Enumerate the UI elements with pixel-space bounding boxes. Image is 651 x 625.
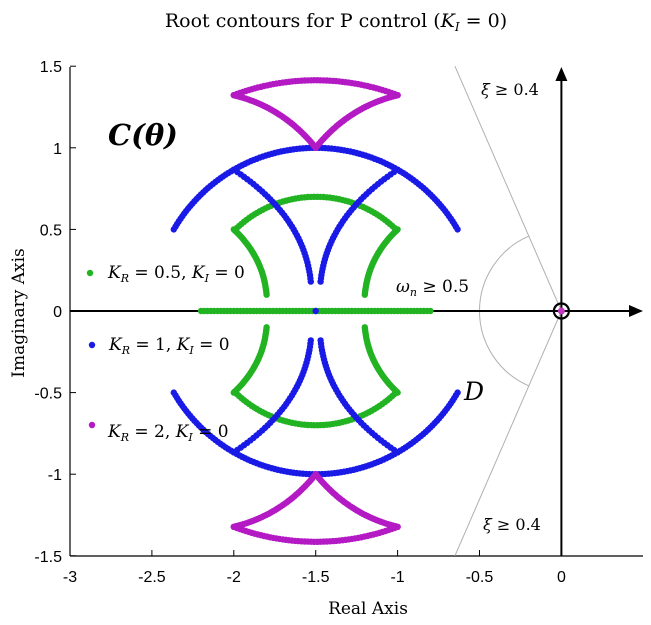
legend-item-kr-1: KR = 1, KI = 0 — [88, 335, 230, 357]
data-point-series-2 — [307, 337, 314, 344]
xi-bottom-label: ξ ≥ 0.4 — [483, 515, 541, 534]
xi-top-label: ξ ≥ 0.4 — [481, 80, 539, 99]
imag-axis-arrowhead — [555, 67, 568, 81]
legend-item-kr-0-5: KR = 0.5, KI = 0 — [86, 263, 245, 285]
legend-marker-magenta — [88, 421, 96, 429]
x-tick-label: 0 — [557, 569, 566, 586]
data-point-series-3 — [312, 144, 319, 151]
x-tick-label: -0.5 — [466, 569, 494, 586]
data-point-series-2 — [317, 278, 324, 285]
data-point-series-1 — [263, 324, 270, 331]
legend-label-kr-1: KR = 1, KI = 0 — [108, 335, 230, 357]
legend-label-kr-2: KR = 2, KI = 0 — [107, 422, 229, 444]
data-point-series-3 — [312, 471, 319, 478]
data-point-series-2 — [317, 337, 324, 344]
legend: KR = 0.5, KI = 0 KR = 1, KI = 0 KR = 2, … — [86, 263, 245, 444]
x-tick-label: -2.5 — [138, 569, 166, 586]
y-tick-label: -0.5 — [34, 386, 62, 403]
region-label: D — [463, 377, 484, 406]
y-tick-label: 0 — [53, 304, 62, 321]
chart-title: Root contours for P control (KI = 0) — [165, 10, 507, 34]
x-axis-label: Real Axis — [328, 599, 408, 619]
data-point-series-2 — [312, 307, 319, 315]
y-axis-label: Imaginary Axis — [9, 248, 29, 378]
omega-label: ωn ≥ 0.5 — [396, 277, 469, 299]
data-point-series-1 — [361, 324, 368, 331]
xi-guide-line — [454, 66, 562, 312]
data-point-series-2 — [170, 389, 177, 396]
y-tick-label: -1.5 — [34, 549, 62, 566]
legend-marker-blue — [88, 341, 96, 349]
pole-marker — [552, 302, 571, 320]
y-tick-label: -1 — [48, 467, 62, 484]
x-tick-label: -1.5 — [302, 569, 330, 586]
data-point-series-1 — [263, 291, 270, 298]
x-tick-label: -3 — [63, 569, 77, 586]
x-tick-label: -2 — [227, 569, 241, 586]
tick-layer: -3 -2.5 -2 -1.5 -1 -0.5 0 1.5 1 0.5 0 -0.5 -1 -1.5 — [34, 59, 566, 586]
y-tick-label: 1.5 — [40, 59, 62, 76]
pole-dot — [557, 307, 565, 315]
y-tick-label: 0.5 — [40, 222, 62, 239]
legend-label-kr-0-5: KR = 0.5, KI = 0 — [107, 263, 245, 285]
data-point-series-1 — [427, 307, 434, 315]
contour-label: C(θ) — [108, 118, 178, 152]
pole-ring — [552, 302, 571, 320]
real-axis-arrowhead — [629, 305, 643, 317]
data-points-layer — [170, 77, 461, 545]
x-tick-label: -1 — [390, 569, 404, 586]
legend-item-kr-2: KR = 2, KI = 0 — [88, 421, 229, 444]
y-tick-label: 1 — [53, 141, 62, 158]
xi-guide-line — [454, 310, 562, 556]
data-point-series-2 — [307, 278, 314, 285]
data-point-series-2 — [170, 226, 177, 233]
data-point-series-1 — [361, 291, 368, 298]
legend-marker-green — [86, 269, 94, 277]
